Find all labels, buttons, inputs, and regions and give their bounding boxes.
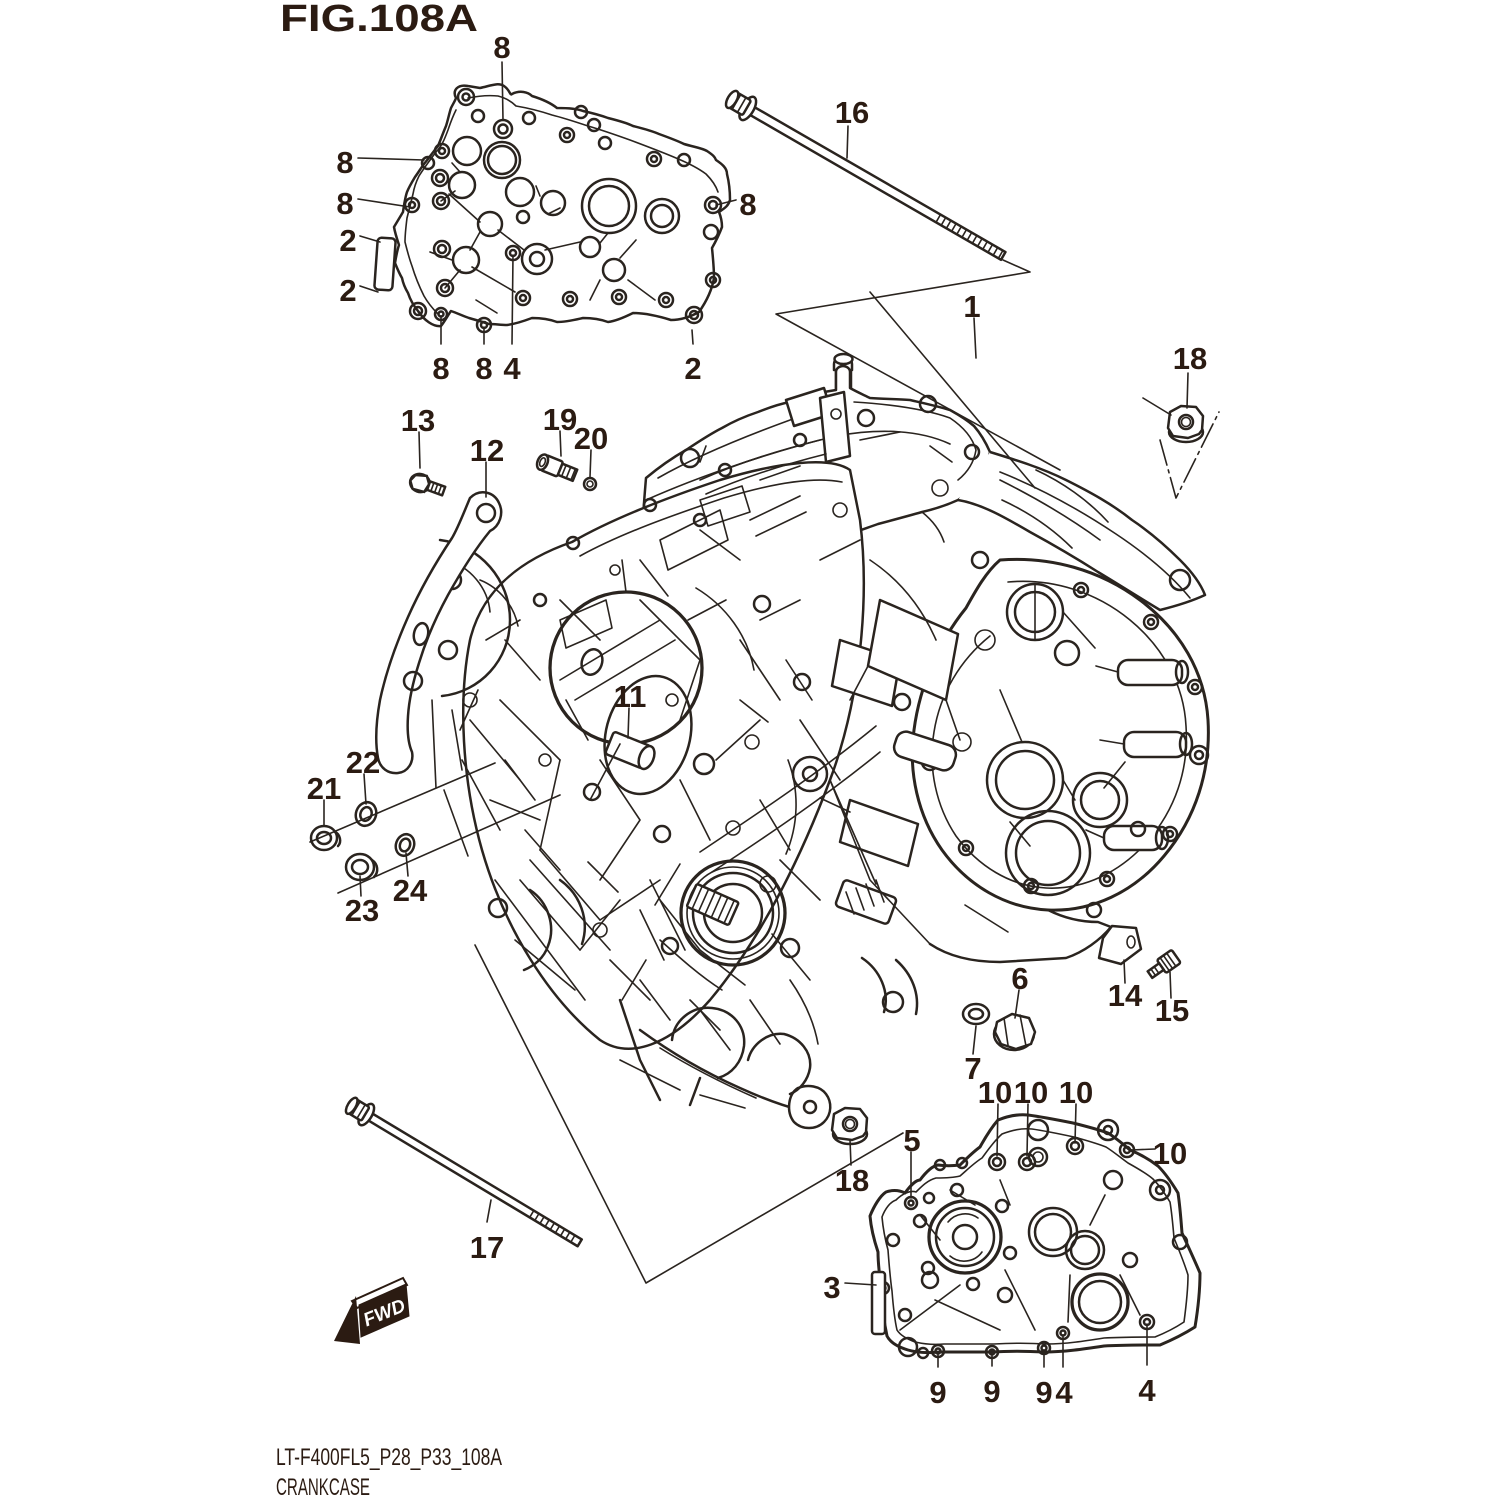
svg-text:9: 9 [929, 1375, 946, 1410]
svg-text:2: 2 [684, 351, 701, 386]
svg-text:8: 8 [739, 187, 756, 222]
svg-text:4: 4 [1055, 1375, 1073, 1410]
svg-text:18: 18 [835, 1163, 869, 1198]
svg-text:4: 4 [1138, 1373, 1156, 1408]
svg-text:LT-F400FL5_P28_P33_108A: LT-F400FL5_P28_P33_108A [276, 1444, 502, 1471]
svg-text:CRANKCASE: CRANKCASE [276, 1474, 370, 1500]
svg-text:15: 15 [1155, 993, 1189, 1028]
svg-text:10: 10 [1059, 1075, 1093, 1110]
svg-text:8: 8 [475, 351, 492, 386]
svg-text:9: 9 [983, 1374, 1000, 1409]
svg-text:19: 19 [543, 402, 577, 437]
svg-text:13: 13 [401, 403, 435, 438]
svg-text:4: 4 [503, 351, 521, 386]
svg-text:2: 2 [339, 223, 356, 258]
svg-text:20: 20 [574, 421, 608, 456]
svg-text:9: 9 [1035, 1375, 1052, 1410]
svg-text:10: 10 [1153, 1136, 1187, 1171]
svg-text:21: 21 [307, 771, 341, 806]
svg-text:3: 3 [823, 1270, 840, 1305]
svg-text:16: 16 [835, 95, 869, 130]
svg-text:2: 2 [339, 273, 356, 308]
svg-text:18: 18 [1173, 341, 1207, 376]
svg-text:8: 8 [493, 30, 510, 65]
svg-text:22: 22 [346, 745, 380, 780]
svg-text:1: 1 [963, 289, 980, 324]
svg-text:11: 11 [614, 679, 647, 714]
svg-text:5: 5 [903, 1123, 920, 1158]
svg-text:17: 17 [470, 1230, 504, 1265]
svg-text:FIG.108A: FIG.108A [280, 0, 478, 40]
svg-text:24: 24 [393, 873, 428, 908]
svg-text:12: 12 [470, 433, 504, 468]
svg-text:14: 14 [1108, 978, 1143, 1013]
svg-text:8: 8 [432, 351, 449, 386]
svg-text:10: 10 [978, 1075, 1012, 1110]
svg-text:23: 23 [345, 893, 379, 928]
svg-text:6: 6 [1011, 961, 1028, 996]
svg-text:10: 10 [1014, 1075, 1048, 1110]
svg-text:8: 8 [336, 186, 353, 221]
svg-text:7: 7 [964, 1051, 981, 1086]
svg-text:8: 8 [336, 145, 353, 180]
